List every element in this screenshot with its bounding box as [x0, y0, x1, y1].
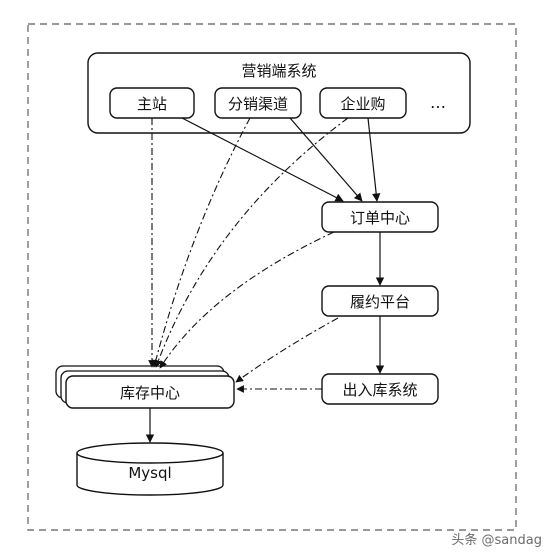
dashdot-fulfillment-to-inventory [235, 317, 339, 383]
dashdot-enterprise-to-inventory [154, 117, 349, 368]
dash-dot-flow-arrows [148, 117, 349, 393]
enterprise-purchase-box [319, 87, 407, 119]
arrow-enterprise-to-order-center [367, 117, 381, 202]
solid-flow-arrows [145, 117, 385, 443]
marketing-system-title: 营销端系统 [241, 62, 316, 80]
distribution-channel-box [214, 87, 302, 119]
distribution-channel-label: 分销渠道 [228, 95, 288, 113]
enterprise-purchase-label: 企业购 [340, 95, 385, 113]
dashdot-order-center-to-inventory [159, 231, 335, 369]
arrow-main-site-to-order-center [181, 117, 344, 202]
order-center-label: 订单中心 [350, 209, 410, 227]
mysql-label: Mysql [128, 464, 171, 482]
fulfillment-platform-label: 履约平台 [350, 293, 410, 311]
watermark: 头条 @sandag [451, 533, 542, 548]
dashdot-distribution-to-inventory [152, 117, 251, 368]
arrow-distribution-to-order-center [289, 117, 363, 202]
system-boundary [27, 23, 517, 531]
more-channels-ellipsis: … [430, 93, 446, 112]
mysql-database-cylinder [76, 442, 224, 496]
main-site-label: 主站 [137, 95, 167, 113]
in-out-stock-label: 出入库系统 [342, 381, 417, 399]
inventory-center-label: 库存中心 [120, 384, 180, 402]
